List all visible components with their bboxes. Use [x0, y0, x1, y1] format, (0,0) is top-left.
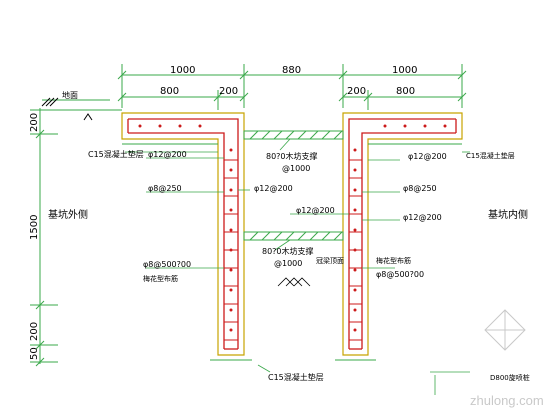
- c15-cushion-bottom-label: C15混凝土垫层: [268, 372, 324, 382]
- plum-right-label: 梅花型布筋: [376, 256, 411, 265]
- dim-top-left-overall: 1000: [170, 65, 195, 76]
- rebar-label-left-phi8-500: φ8@500?00: [143, 260, 191, 269]
- c15-cushion-right-label: C15混凝土垫层: [466, 151, 515, 160]
- c15-cushion: [122, 143, 462, 361]
- dim-top-right-overall: 1000: [392, 65, 417, 76]
- rebar: [127, 118, 457, 350]
- dim-right-slab: 800: [396, 86, 415, 97]
- dim-right-wall: 200: [347, 86, 366, 97]
- strut-bottom: [243, 231, 344, 241]
- c15-cushion-left-label: C15混凝土垫层: [88, 149, 144, 159]
- rebar-dots: [138, 124, 447, 332]
- inside-label: 基坑内侧: [488, 208, 528, 221]
- strut-top: [243, 130, 344, 140]
- beam-top-label: 冠梁顶面: [316, 256, 344, 265]
- dim-ground-offset: 200: [29, 113, 40, 132]
- top-dimensions: [117, 64, 467, 110]
- pile-label: D800旋喷桩: [490, 373, 530, 382]
- left-dimensions: [30, 97, 122, 367]
- concrete-outline: [121, 112, 463, 356]
- leaders: [125, 138, 470, 395]
- plum-left-label: 梅花型布筋: [143, 274, 178, 283]
- rebar-label-right-top: φ12@200: [408, 152, 447, 161]
- rebar-label-right-phi8-500: φ8@500?00: [376, 270, 424, 279]
- rebar-label-mid-left: φ12@200: [254, 184, 293, 193]
- dim-top-middle: 880: [282, 65, 301, 76]
- outside-label: 基坑外侧: [48, 208, 88, 221]
- strut-bottom-spacing: @1000: [274, 259, 302, 268]
- strut-top-label: 80?0木坊支撑: [266, 151, 318, 161]
- ground-label: 地面: [62, 90, 78, 100]
- dim-left-slab: 800: [160, 86, 179, 97]
- dim-left-wall: 200: [219, 86, 238, 97]
- rebar-label-mid-right: φ12@200: [296, 206, 335, 215]
- rebar-label-lower-right: φ12@200: [403, 213, 442, 222]
- dim-height-bottom-a: 50: [29, 347, 40, 360]
- dim-height-bottom-b: 200: [29, 322, 40, 341]
- watermark-text: zhulong.com: [470, 393, 544, 408]
- strut-bottom-label: 80?0木坊支撑: [262, 246, 314, 256]
- beam-top-marker: [277, 277, 311, 287]
- dim-height-main: 1500: [29, 215, 40, 240]
- strut-top-spacing: @1000: [282, 164, 310, 173]
- watermark-logo: [484, 309, 526, 351]
- rebar-label-right-phi8: φ8@250: [403, 184, 437, 193]
- rebar-label-left-top: φ12@200: [148, 150, 187, 159]
- rebar-label-left-phi8: φ8@250: [148, 184, 182, 193]
